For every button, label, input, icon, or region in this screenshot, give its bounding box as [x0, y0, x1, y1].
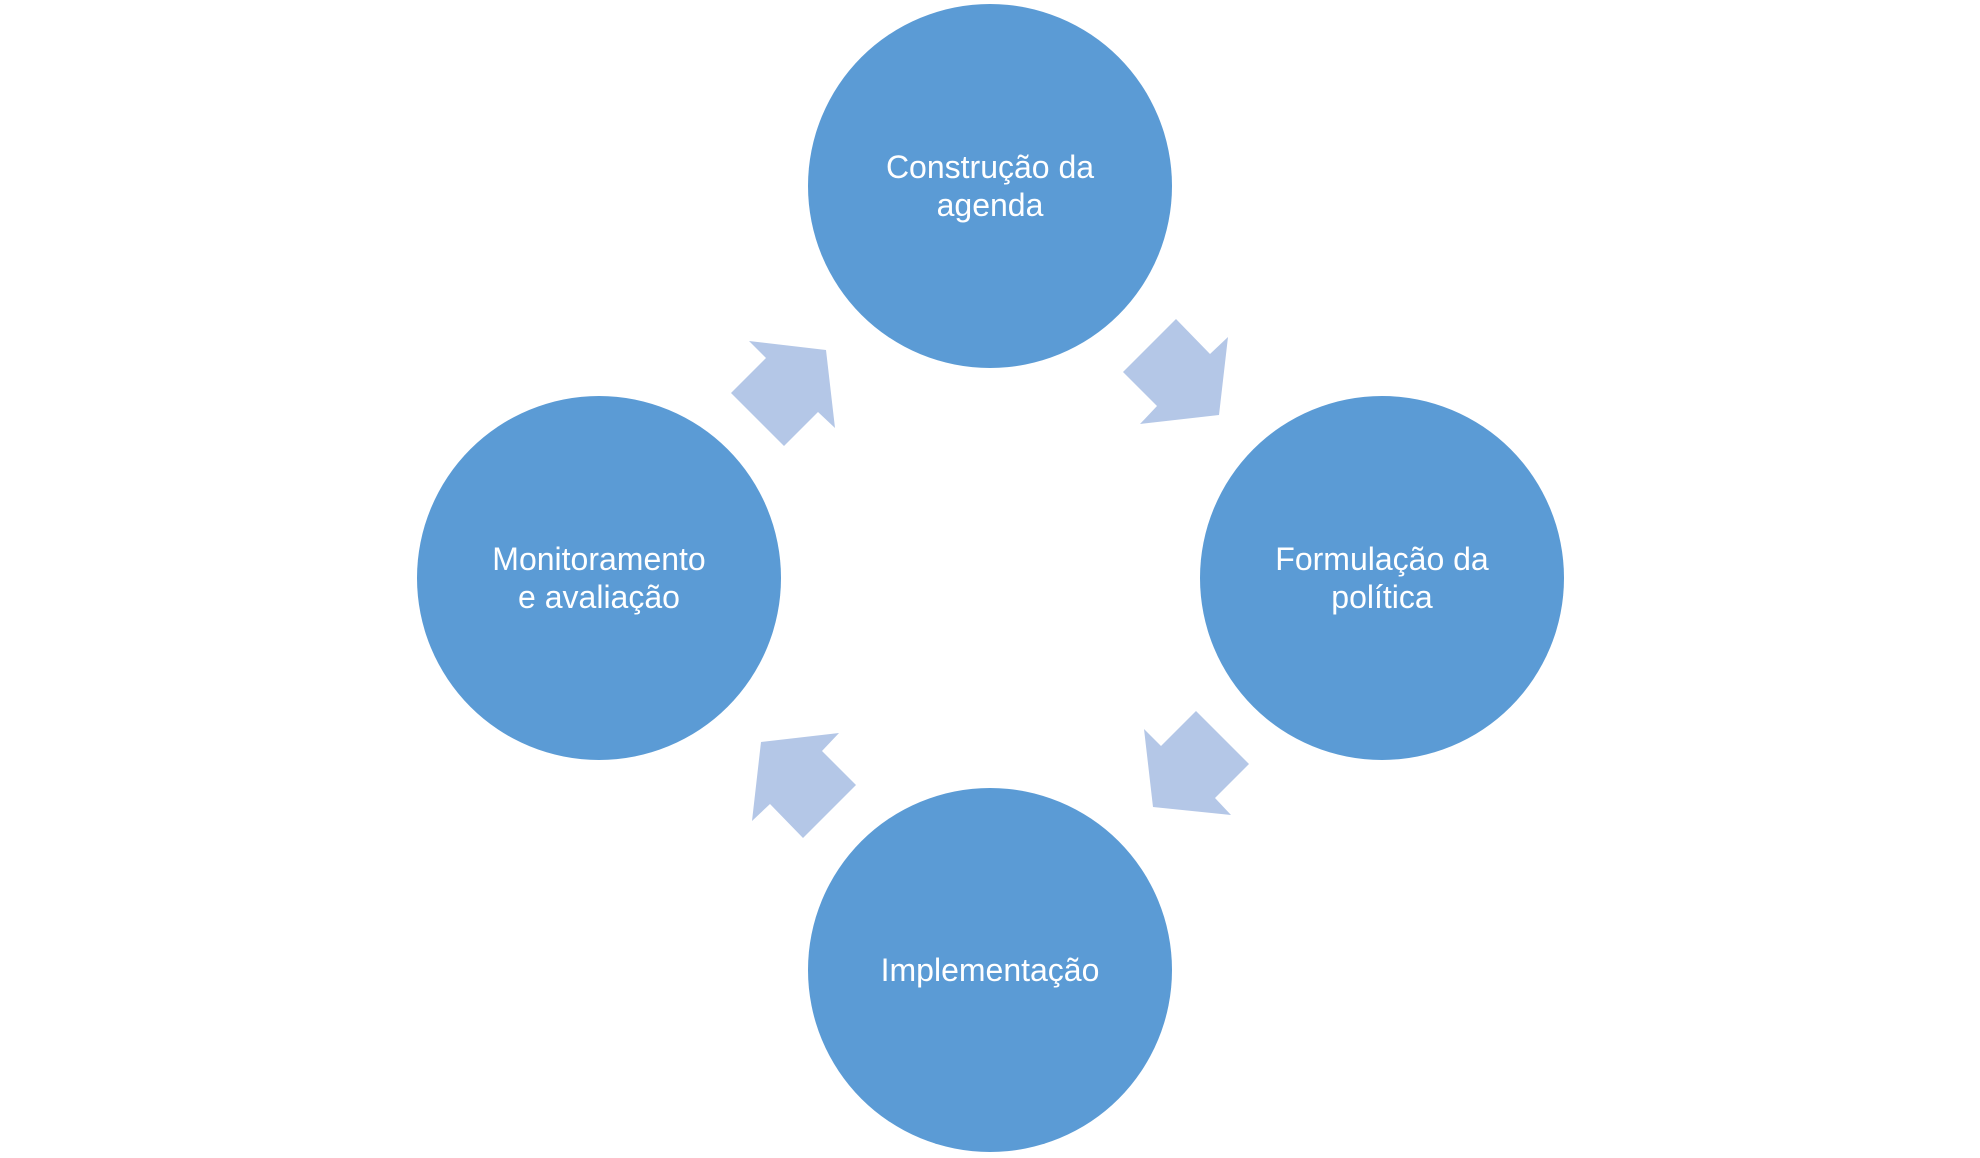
arrow-agenda-to-formulation: [1123, 319, 1228, 424]
node-label: Monitoramento e avaliação: [492, 541, 706, 615]
node-label: Formulação da política: [1275, 541, 1489, 615]
arrow-implementation-to-monitoring: [752, 733, 856, 838]
node-policy-formulation: Formulação da política: [1200, 396, 1564, 760]
node-agenda-setting: Construção da agenda: [808, 4, 1172, 368]
node-implementation: Implementação: [808, 788, 1172, 1152]
arrow-monitoring-to-agenda: [731, 341, 835, 446]
arrow-formulation-to-implementation: [1144, 711, 1249, 815]
node-monitoring-evaluation: Monitoramento e avaliação: [417, 396, 781, 760]
node-label: Implementação: [880, 952, 1100, 988]
node-label: Construção da agenda: [885, 149, 1095, 223]
